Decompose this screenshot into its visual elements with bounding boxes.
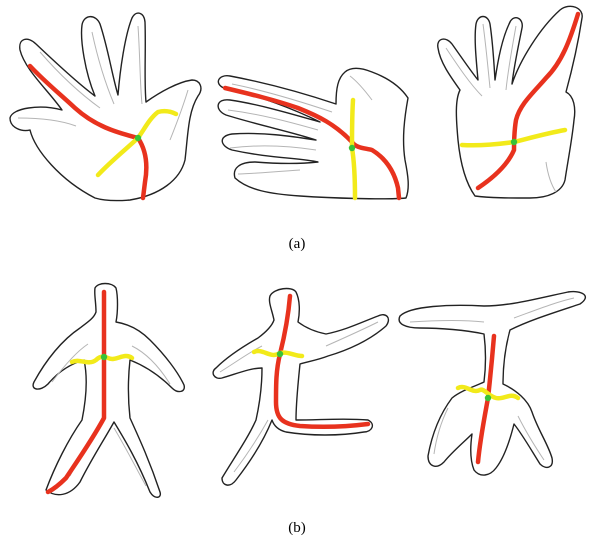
hand-2 bbox=[218, 68, 408, 199]
hand-3-junction-point bbox=[511, 139, 517, 145]
figure-3-junction-point bbox=[485, 395, 491, 401]
caption-a: (a) bbox=[289, 236, 306, 252]
hand-3 bbox=[438, 6, 582, 198]
hand-1-outline bbox=[10, 13, 201, 201]
hand-1-junction-point bbox=[135, 135, 141, 141]
hand-3-outline bbox=[438, 6, 582, 198]
figure-2 bbox=[213, 289, 388, 486]
hand-2-outline bbox=[218, 68, 408, 199]
hand-1 bbox=[10, 13, 201, 201]
figure-2-junction-point bbox=[277, 351, 283, 357]
caption-b: (b) bbox=[288, 520, 306, 536]
figure-3 bbox=[399, 292, 585, 475]
figure-1-junction-point bbox=[101, 354, 107, 360]
figure-1 bbox=[33, 284, 184, 498]
figure-1-outline bbox=[33, 284, 184, 498]
hand-2-junction-point bbox=[349, 145, 355, 151]
figure-2-outline bbox=[213, 289, 388, 486]
figure-3-outline bbox=[399, 292, 585, 475]
